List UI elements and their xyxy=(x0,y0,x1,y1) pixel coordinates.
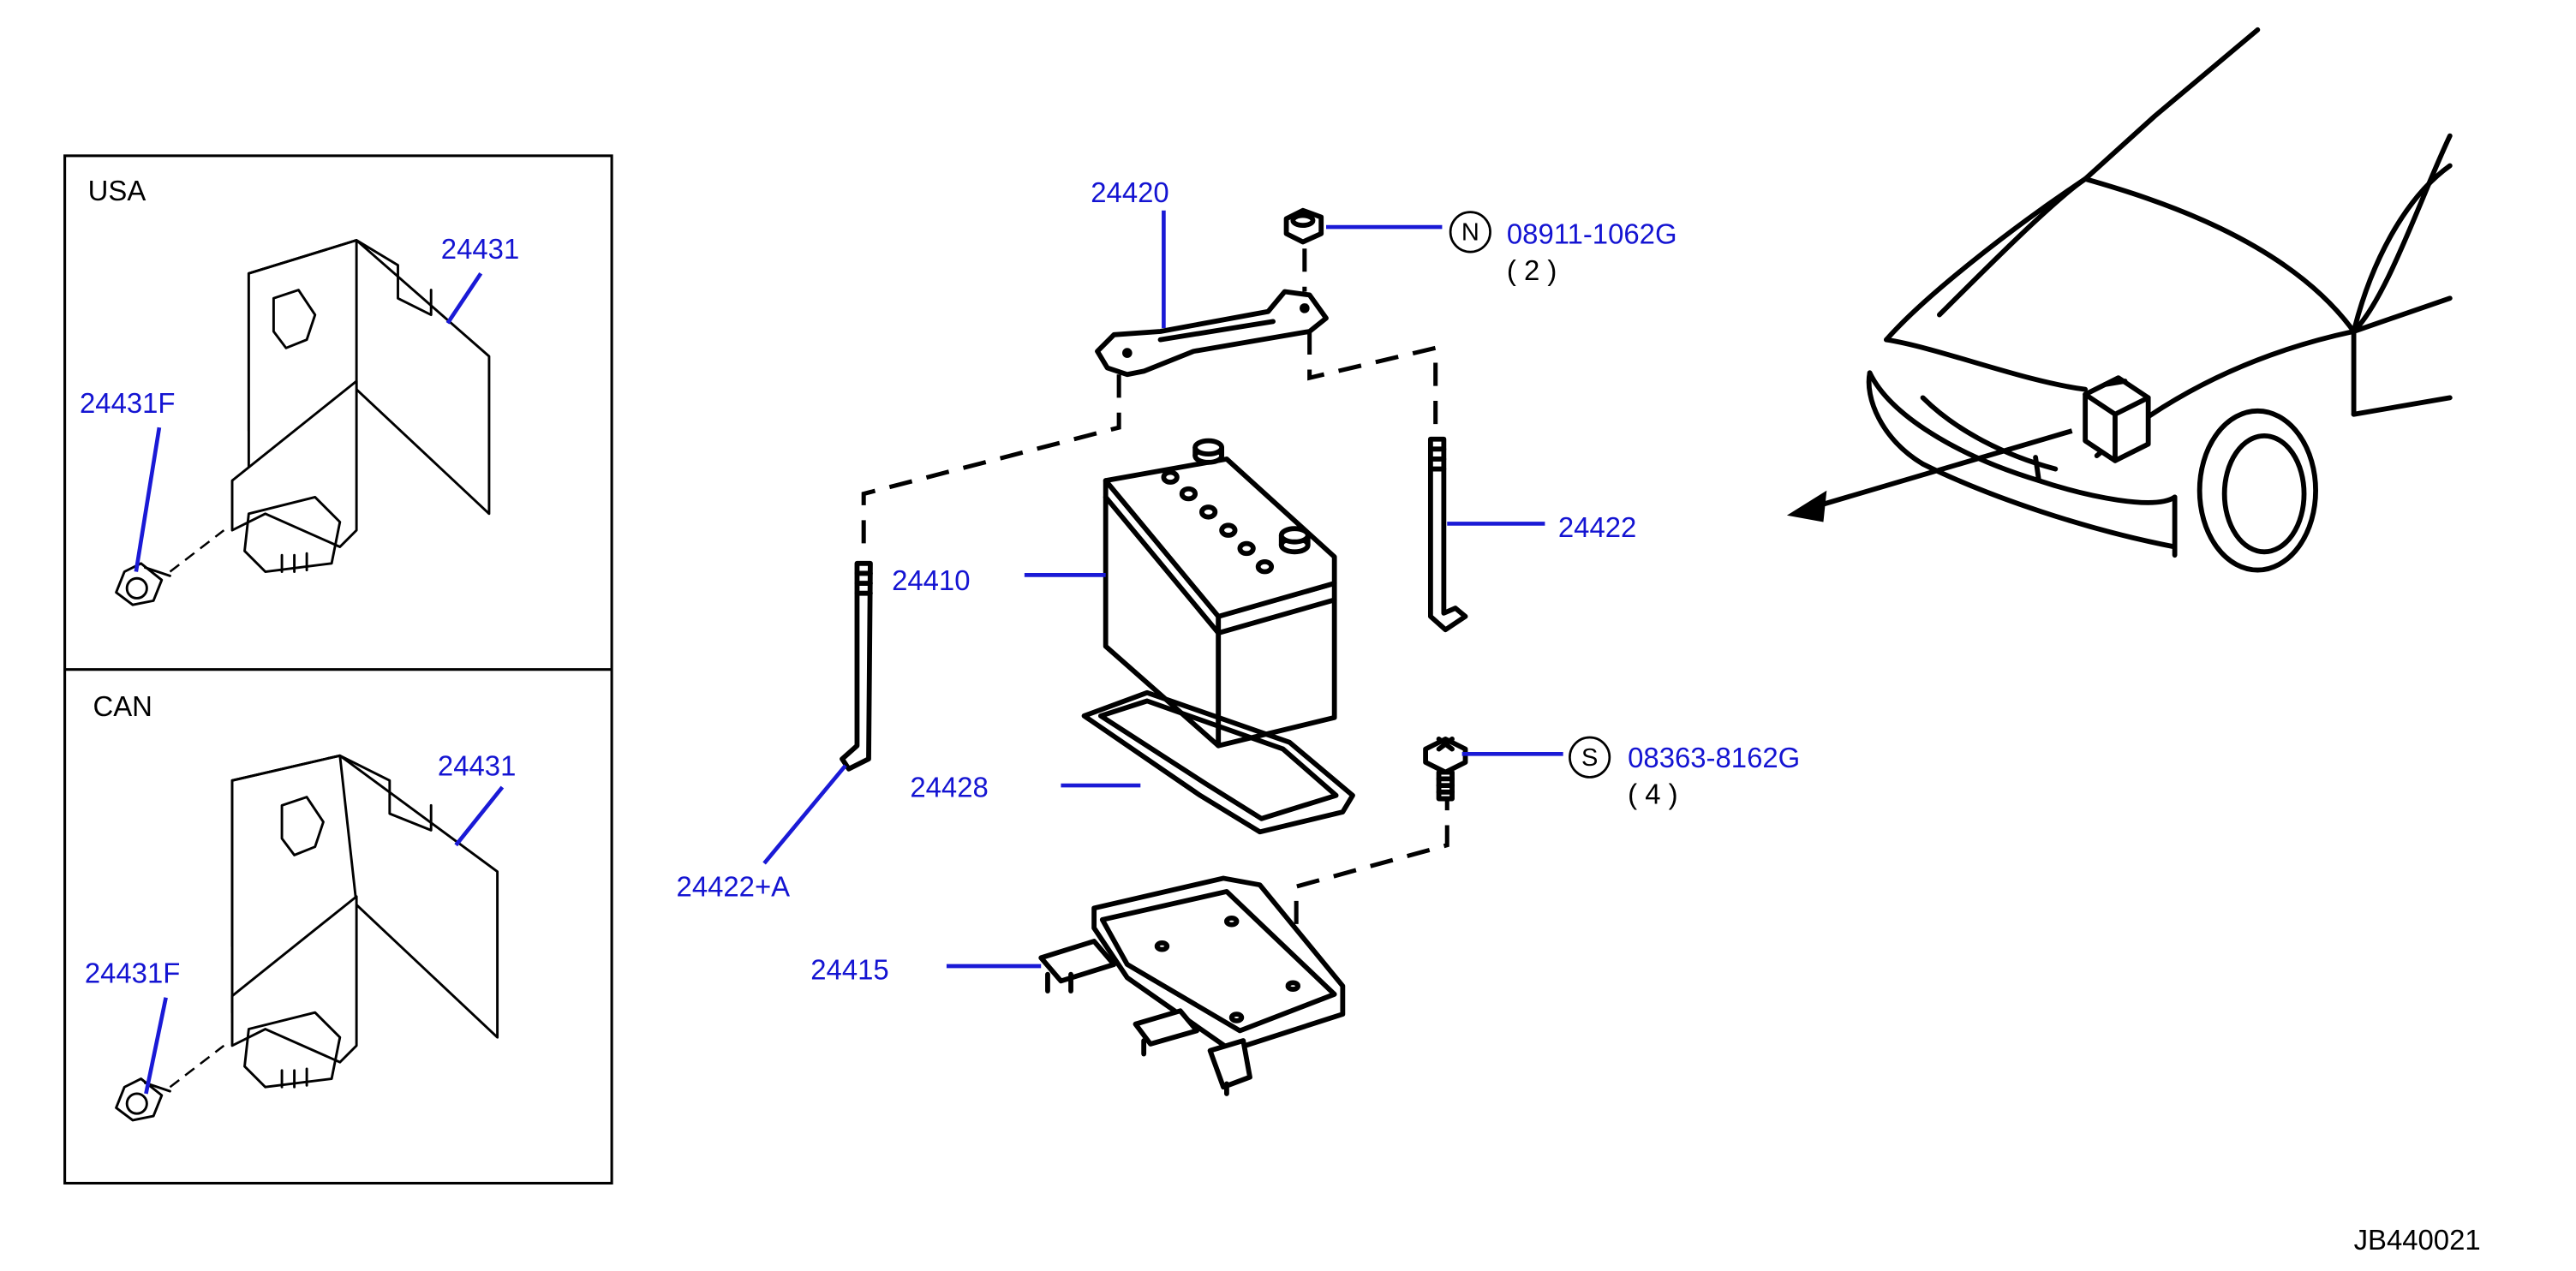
left-rod-part-number[interactable]: 24422+A xyxy=(677,871,791,903)
nut-symbol-circle xyxy=(1449,211,1491,254)
can-clip-part-number[interactable]: 24431F xyxy=(85,957,180,988)
bolt-symbol: S xyxy=(1581,744,1598,772)
diagram-code: JB440021 xyxy=(2354,1224,2481,1256)
nut-drawing xyxy=(1283,207,1324,292)
tray-pad-drawing xyxy=(1081,689,1355,835)
hold-frame-part-number[interactable]: 24420 xyxy=(1091,176,1168,208)
can-clip-leader xyxy=(144,997,168,1095)
bolt-quantity: ( 4 ) xyxy=(1628,778,1677,809)
usa-panel: USA 24431 24431F xyxy=(80,175,519,606)
usa-battery-cover-drawing xyxy=(230,239,491,573)
right-rod-part-number[interactable]: 24422 xyxy=(1558,511,1636,543)
usa-panel-title: USA xyxy=(88,175,146,206)
tray-pad-part-number[interactable]: 24428 xyxy=(910,772,988,803)
nut-part-number[interactable]: 08911-1062G xyxy=(1507,218,1677,249)
tray-drawing xyxy=(1038,875,1346,1096)
right-rod-drawing xyxy=(1427,436,1468,633)
can-panel-title: CAN xyxy=(93,690,152,722)
can-panel: CAN 24431 24431F xyxy=(85,690,516,1122)
bolt-drawing xyxy=(1423,737,1468,802)
can-cover-part-number[interactable]: 24431 xyxy=(438,749,516,781)
bolt-part-number[interactable]: 08363-8162G xyxy=(1628,742,1800,773)
nut-symbol: N xyxy=(1461,219,1479,247)
usa-clip-leader xyxy=(134,427,162,572)
right-rod-dash xyxy=(1307,331,1438,434)
left-rod-leader xyxy=(762,764,847,865)
usa-cover-part-number[interactable]: 24431 xyxy=(441,233,519,265)
left-rod-dash xyxy=(861,374,1121,556)
exploded-view: 24420 N 08911-1062G ( 2 ) 24422 24410 24… xyxy=(677,176,1800,1096)
usa-cover-leader xyxy=(445,272,483,325)
can-battery-cover-drawing xyxy=(230,754,499,1089)
battery-drawing xyxy=(1103,438,1337,749)
battery-part-number[interactable]: 24410 xyxy=(892,564,970,596)
car-location-sketch xyxy=(1786,27,2453,573)
hold-frame-drawing xyxy=(1095,289,1329,378)
bolt-dash xyxy=(1294,787,1449,978)
nut-quantity: ( 2 ) xyxy=(1507,254,1557,286)
can-clip-drawing xyxy=(115,1044,225,1122)
inset-panels xyxy=(63,154,613,1185)
left-rod-drawing xyxy=(840,560,873,772)
bolt-symbol-circle xyxy=(1569,736,1611,779)
usa-clip-drawing xyxy=(115,529,225,606)
usa-clip-part-number[interactable]: 24431F xyxy=(80,387,176,419)
can-cover-leader xyxy=(454,785,505,847)
tray-part-number[interactable]: 24415 xyxy=(810,953,888,985)
